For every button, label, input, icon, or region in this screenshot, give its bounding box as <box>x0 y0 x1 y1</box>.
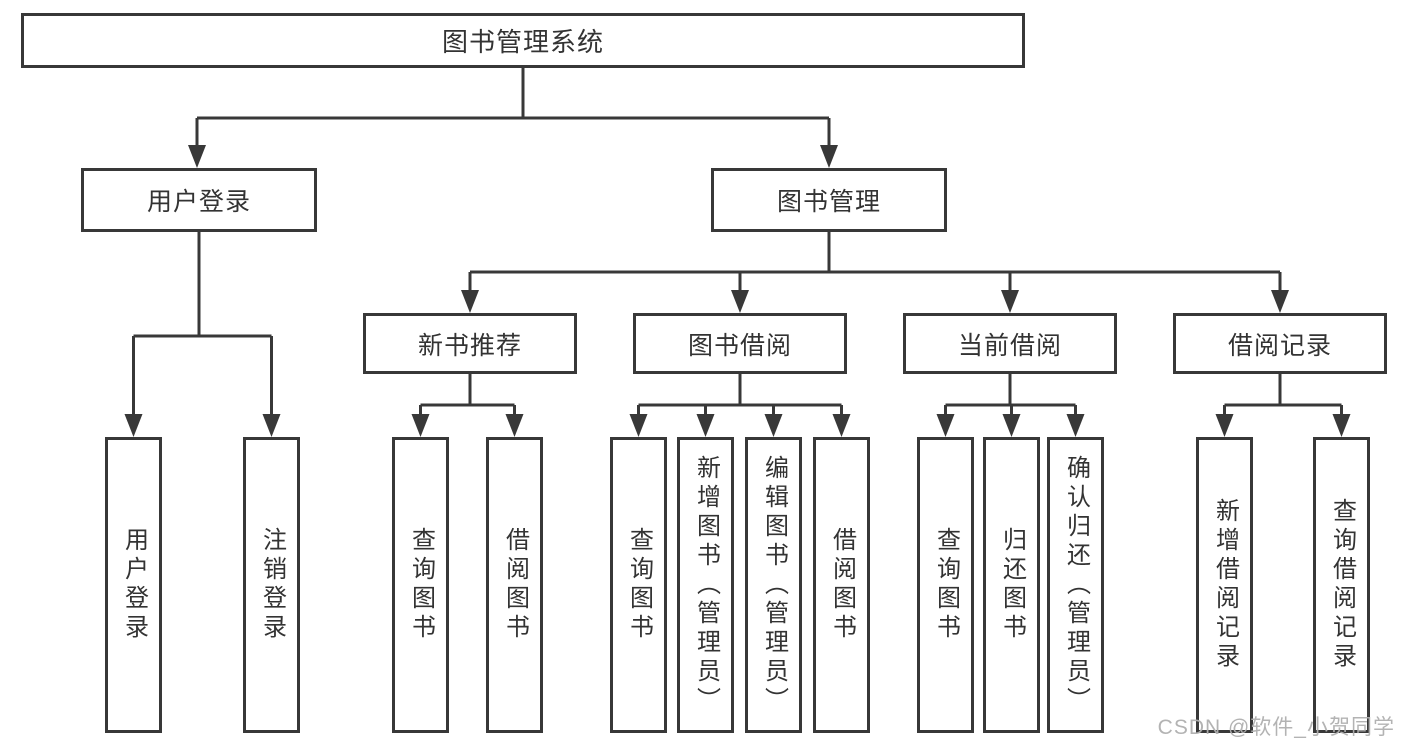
node-leaf-borrow-book-2: 借阅图书 <box>813 437 870 733</box>
leaf-label: 编辑图书（管理员） <box>760 454 788 716</box>
edge-borrow-to-leaves <box>637 374 843 416</box>
leaf-label: 新增图书（管理员） <box>692 454 720 716</box>
arrow-icon <box>505 414 524 437</box>
node-book-borrow: 图书借阅 <box>633 313 847 374</box>
node-leaf-edit-book-admin: 编辑图书（管理员） <box>745 437 802 733</box>
node-leaf-query-book-1: 查询图书 <box>392 437 449 733</box>
leaf-label: 新增借阅记录 <box>1211 498 1239 672</box>
csdn-watermark: CSDN @软件_小贺同学 <box>1157 716 1395 739</box>
node-user-login: 用户登录 <box>81 168 317 232</box>
node-book-management: 图书管理 <box>711 168 947 232</box>
arrow-icon <box>262 414 281 437</box>
leaf-label: 归还图书 <box>998 527 1026 643</box>
node-current-borrow: 当前借阅 <box>903 313 1117 374</box>
edge-bookmgmt-to-level3 <box>468 232 1282 292</box>
leaf-label: 查询图书 <box>407 527 435 643</box>
leaf-label: 借阅图书 <box>828 527 856 643</box>
arrow-icon <box>1066 414 1085 437</box>
leaf-label: 借阅图书 <box>501 527 529 643</box>
arrow-icon <box>1001 290 1019 313</box>
node-leaf-query-book-3: 查询图书 <box>917 437 974 733</box>
node-leaf-borrow-book-1: 借阅图书 <box>486 437 543 733</box>
node-new-book-recommend: 新书推荐 <box>363 313 577 374</box>
edge-current-to-leaves <box>944 374 1077 416</box>
arrowheads <box>124 145 1351 437</box>
node-leaf-confirm-return-admin: 确认归还（管理员） <box>1047 437 1104 733</box>
leaf-label: 用户登录 <box>120 527 148 643</box>
edge-root-to-level2 <box>195 68 831 147</box>
arrow-icon <box>411 414 430 437</box>
node-leaf-query-borrow-record: 查询借阅记录 <box>1313 437 1370 733</box>
arrow-icon <box>936 414 955 437</box>
arrow-icon <box>188 145 206 168</box>
arrow-icon <box>731 290 749 313</box>
arrow-icon <box>124 414 143 437</box>
node-borrow-records: 借阅记录 <box>1173 313 1387 374</box>
node-leaf-return-book: 归还图书 <box>983 437 1040 733</box>
edge-newbook-to-leaves <box>419 374 516 416</box>
arrow-icon <box>764 414 783 437</box>
arrow-icon <box>461 290 479 313</box>
arrow-icon <box>1332 414 1351 437</box>
node-leaf-logout: 注销登录 <box>243 437 300 733</box>
edge-userlogin-to-leaves <box>132 232 273 416</box>
leaf-label: 查询图书 <box>625 527 653 643</box>
arrow-icon <box>1215 414 1234 437</box>
node-leaf-user-login: 用户登录 <box>105 437 162 733</box>
arrow-icon <box>1002 414 1021 437</box>
arrow-icon <box>820 145 838 168</box>
leaf-label: 查询借阅记录 <box>1328 498 1356 672</box>
node-leaf-add-book-admin: 新增图书（管理员） <box>677 437 734 733</box>
leaf-label: 确认归还（管理员） <box>1062 454 1090 716</box>
leaf-label: 查询图书 <box>932 527 960 643</box>
node-library-management-system: 图书管理系统 <box>21 13 1025 68</box>
node-leaf-add-borrow-record: 新增借阅记录 <box>1196 437 1253 733</box>
arrow-icon <box>629 414 648 437</box>
arrow-icon <box>832 414 851 437</box>
leaf-label: 注销登录 <box>258 527 286 643</box>
edge-records-to-leaves <box>1223 374 1343 416</box>
arrow-icon <box>696 414 715 437</box>
arrow-icon <box>1271 290 1289 313</box>
node-leaf-query-book-2: 查询图书 <box>610 437 667 733</box>
